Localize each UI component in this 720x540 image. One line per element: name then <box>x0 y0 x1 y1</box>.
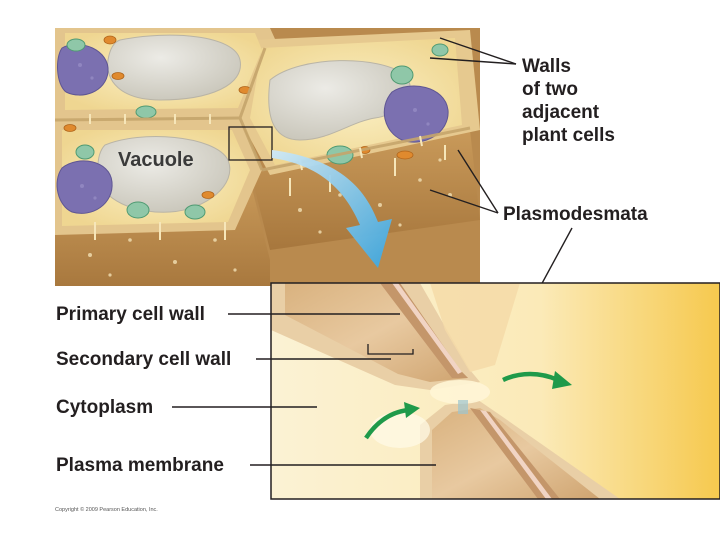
plasma-membrane-label: Plasma membrane <box>56 455 224 476</box>
walls-label-line1: Walls <box>522 56 571 77</box>
secondary-cell-wall-label: Secondary cell wall <box>56 349 231 370</box>
cytoplasm-label: Cytoplasm <box>56 397 153 418</box>
primary-cell-wall-label: Primary cell wall <box>56 304 205 325</box>
vacuole-label: Vacuole <box>118 149 194 171</box>
zoom-panel-frame <box>270 282 720 500</box>
walls-label-group: Walls of two adjacent plant cells <box>522 56 615 146</box>
walls-label-line2: of two <box>522 79 578 100</box>
flow-arrow-left <box>364 407 409 440</box>
walls-label-line4: plant cells <box>522 125 615 146</box>
zoom-region-box <box>228 126 273 161</box>
walls-leader-lines <box>429 37 517 65</box>
copyright-text: Copyright © 2009 Pearson Education, Inc. <box>55 506 158 513</box>
flow-arrow-left-head <box>404 402 420 418</box>
zoom-panel <box>271 283 720 499</box>
plasmodesmata-label: Plasmodesmata <box>503 204 648 225</box>
walls-label-line3: adjacent <box>522 102 600 123</box>
secondary-wall-bracket <box>367 344 414 355</box>
flow-arrow-right-head <box>552 371 572 389</box>
zoom-arrow <box>272 150 392 268</box>
flow-arrow-right <box>502 371 559 383</box>
